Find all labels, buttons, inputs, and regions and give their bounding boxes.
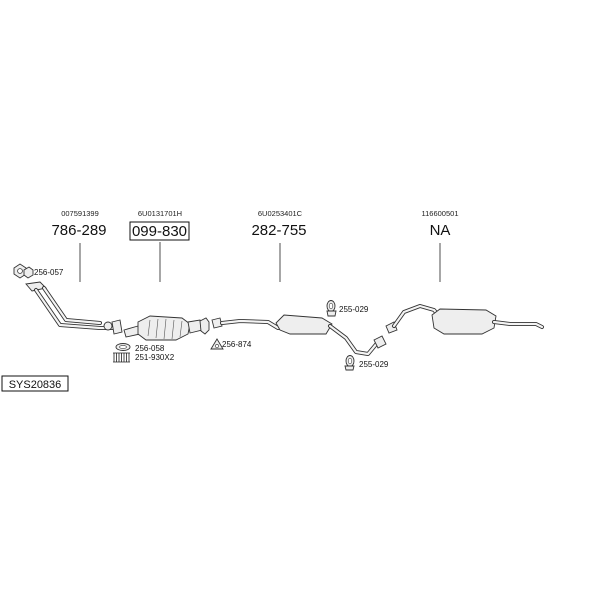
oe-number-3: 6U0253401C bbox=[258, 209, 303, 218]
catalytic-converter-part[interactable] bbox=[123, 315, 210, 341]
part-number-1[interactable]: 786-289 bbox=[51, 222, 106, 239]
accessory-label-256-057[interactable]: 256-057 bbox=[34, 268, 64, 277]
hanger-icon[interactable] bbox=[326, 300, 337, 317]
oe-number-4: 116600501 bbox=[422, 209, 459, 218]
oe-number-2: 6U0131701H bbox=[138, 209, 182, 218]
rear-silencer-part[interactable] bbox=[385, 304, 544, 335]
accessory-label-256-058[interactable]: 256-058 bbox=[135, 344, 165, 353]
front-silencer-part[interactable] bbox=[211, 314, 387, 356]
accessory-label-255-029-lower[interactable]: 255-029 bbox=[359, 360, 389, 369]
selected-part-box bbox=[129, 221, 190, 241]
system-code: SYS20836 bbox=[9, 379, 62, 391]
front-pipe-part[interactable] bbox=[25, 281, 123, 335]
part-number-2[interactable]: 099-830 bbox=[132, 223, 187, 240]
flange-gasket-icon[interactable] bbox=[210, 338, 224, 350]
ring-gasket-icon[interactable] bbox=[115, 343, 131, 351]
system-code-box bbox=[1, 375, 69, 392]
part-number-3[interactable]: 282-755 bbox=[251, 222, 306, 239]
accessory-label-255-029-upper[interactable]: 255-029 bbox=[339, 305, 369, 314]
gasket-icon[interactable] bbox=[13, 263, 34, 279]
hanger-icon[interactable] bbox=[344, 355, 355, 371]
accessory-label-256-874[interactable]: 256-874 bbox=[222, 340, 252, 349]
accessory-label-251-930[interactable]: 251-930X2 bbox=[135, 353, 175, 362]
part-number-4[interactable]: NA bbox=[430, 222, 451, 239]
spring-icon[interactable] bbox=[113, 352, 130, 363]
oe-number-1: 007591399 bbox=[61, 209, 99, 218]
